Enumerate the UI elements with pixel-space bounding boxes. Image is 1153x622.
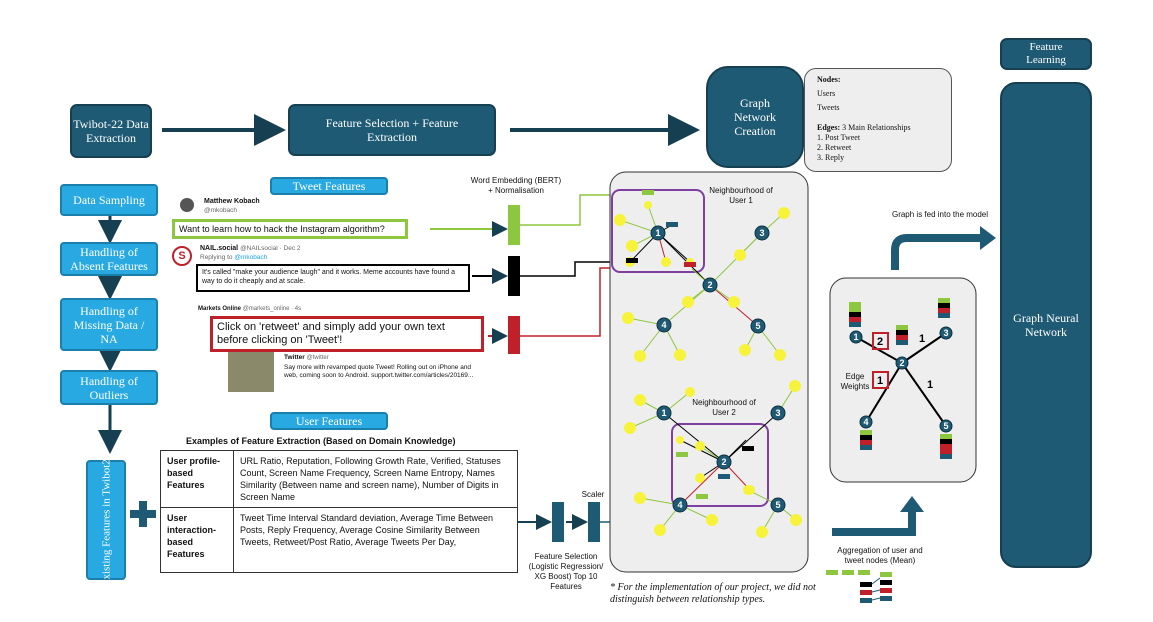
svg-text:3: 3 (943, 328, 948, 338)
tweet-2-handle: @NAILsocial · Dec 2 (240, 245, 301, 252)
user-features-header: User Features (270, 412, 388, 430)
table-row: User interaction-based Features Tweet Ti… (160, 507, 518, 573)
legend-rel-3: 3. Reply (817, 153, 845, 162)
embed-black (508, 256, 520, 296)
tweet-4-name: Twitter (284, 354, 305, 361)
row-head: User interaction-based Features (160, 507, 234, 573)
outliers-box: Handling of Outliers (60, 370, 158, 405)
graph-network-box: Graph Network Creation (706, 66, 804, 168)
tweet-features-header: Tweet Features (270, 177, 388, 195)
neighbourhood-2-label: Neighbourhood of User 2 (692, 398, 756, 417)
table-title: Examples of Feature Extraction (Based on… (186, 436, 456, 446)
tweet-2-name: NAIL.social (200, 245, 239, 252)
legend-edges-sub: 3 Main Relationships (842, 123, 911, 132)
svg-text:1: 1 (853, 332, 858, 342)
embed-red (508, 316, 520, 354)
tweet-image (228, 352, 274, 392)
user-nodes (650, 225, 786, 513)
twibot-extraction-box: Twibot-22 Data Extraction (70, 104, 152, 158)
existing-features-label: Existing Features in Twibot22 (100, 453, 112, 587)
small-vectors (849, 298, 952, 459)
aggregation-caption: Aggregation of user and tweet nodes (Mea… (837, 546, 923, 565)
svg-text:5: 5 (943, 421, 948, 431)
svg-text:3: 3 (775, 408, 780, 418)
svg-text:4: 4 (863, 417, 868, 427)
tweet-2-reply-to: @mkobach (234, 254, 268, 261)
legend-edges-title: Edges: (817, 123, 841, 132)
feature-select-bar (552, 502, 564, 542)
legend-users: Users (817, 89, 836, 98)
plus-v (139, 501, 147, 527)
row-body: Tweet Time Interval Standard deviation, … (233, 507, 518, 573)
tweet-1-name: Matthew Kobach (204, 198, 260, 205)
existing-features-box: Existing Features in Twibot22 (86, 454, 126, 586)
svg-text:2: 2 (707, 280, 712, 290)
svg-text:4: 4 (661, 320, 666, 330)
legend-nodes-title: Nodes: (817, 75, 841, 84)
nail-logo-icon: S (172, 246, 192, 266)
tweet-2-text: It's called "make your audience laugh" a… (196, 264, 470, 292)
svg-text:1: 1 (927, 379, 933, 391)
svg-text:1: 1 (919, 333, 925, 345)
tweet-3-name: Markets Online (198, 306, 242, 312)
svg-text:1: 1 (661, 408, 666, 418)
edge-weights-label: Edge Weights (840, 372, 870, 391)
absent-features-box: Handling of Absent Features (60, 242, 158, 276)
neigh1-box (611, 189, 705, 273)
svg-text:2: 2 (877, 336, 883, 348)
svg-text:5: 5 (775, 500, 780, 510)
neighbourhood-1-label: Neighbourhood of User 1 (709, 186, 773, 205)
data-sampling-box: Data Sampling (60, 184, 158, 216)
graph-fed-arrow (891, 234, 982, 270)
tweet-2-reply: Replying to (200, 254, 233, 261)
avatar (180, 198, 194, 212)
svg-text:1: 1 (655, 228, 660, 238)
legend-rel-2: 2. Retweet (817, 143, 852, 152)
legend-tweets: Tweets (817, 103, 840, 112)
svg-text:2: 2 (721, 457, 726, 467)
row-body: URL Ratio, Reputation, Following Growth … (233, 450, 518, 508)
embed-green (508, 205, 520, 245)
legend-panel: Nodes: Users Tweets Edges: 3 Main Relati… (804, 68, 952, 172)
row-head: User profile-based Features (160, 450, 234, 508)
tweet-4-text: Say more with revamped quote Tweet! Roll… (284, 364, 474, 379)
svg-text:4: 4 (677, 500, 682, 510)
tweet-1-text: Want to learn how to hack the Instagram … (172, 219, 408, 239)
footnote: * For the implementation of our project,… (610, 582, 816, 605)
svg-text:1: 1 (877, 375, 883, 387)
feature-selection-caption: Feature Selection (Logistic Regression/ … (528, 552, 604, 591)
neigh2-box (671, 423, 769, 507)
table-row: User profile-based Features URL Ratio, R… (160, 450, 518, 508)
tweet-3-text: Click on 'retweet' and simply add your o… (210, 316, 484, 352)
feature-selection-box: Feature Selection + Feature Extraction (288, 104, 496, 156)
legend-rel-1: 1. Post Tweet (817, 133, 861, 142)
svg-text:3: 3 (759, 228, 764, 238)
word-embedding-caption: Word Embedding (BERT) + Normalisation (470, 176, 562, 195)
tweet-1-handle: @mkobach (204, 207, 237, 214)
feature-table: User profile-based Features URL Ratio, R… (160, 450, 518, 573)
graph-fed-caption: Graph is fed into the model (891, 210, 989, 219)
scaler-label: Scaler (581, 490, 605, 499)
aggregation-vectors (826, 570, 892, 603)
tweet-4-handle: @twitter (306, 355, 329, 361)
svg-text:5: 5 (755, 321, 760, 331)
scaler-bar (588, 502, 600, 542)
feature-learning-box: Feature Learning (1000, 38, 1092, 70)
tweet-3-handle: @markets_online · 4s (242, 306, 302, 312)
svg-text:2: 2 (899, 358, 904, 368)
gnn-box: Graph Neural Network (1000, 82, 1092, 568)
missing-data-box: Handling of Missing Data / NA (60, 298, 158, 351)
